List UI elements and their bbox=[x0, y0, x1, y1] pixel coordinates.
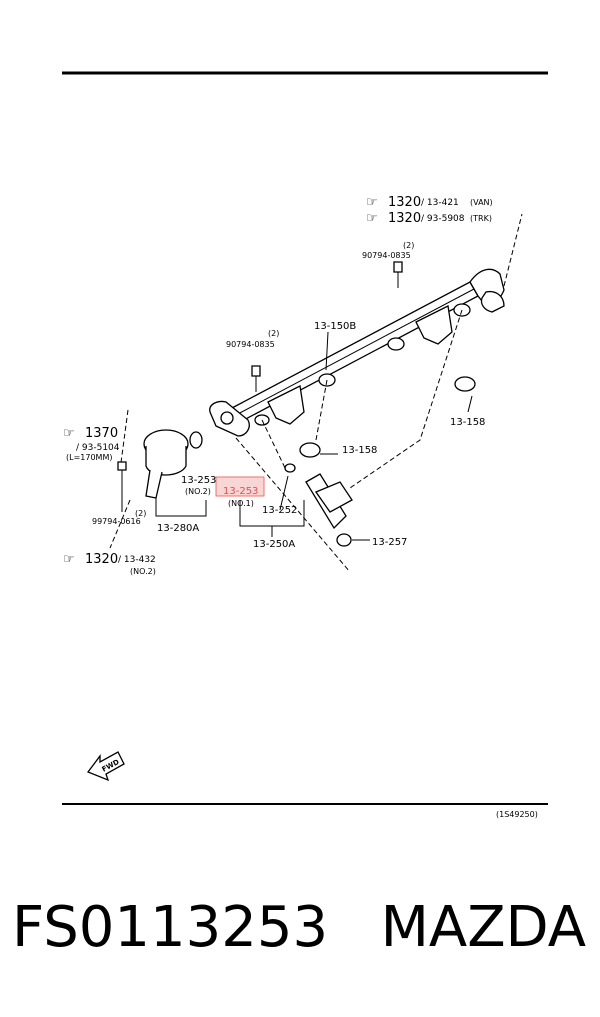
ref-1320-bottom-note: (NO.2) bbox=[130, 567, 156, 576]
label-13-280a[interactable]: 13-280A bbox=[157, 523, 199, 534]
ref-van: (VAN) bbox=[470, 198, 493, 207]
label-13-253-no2[interactable]: 13-253 bbox=[181, 475, 216, 486]
ref-1320-bottom[interactable]: 1320 bbox=[85, 552, 118, 567]
ref-1370-len: (L=170MM) bbox=[66, 453, 112, 462]
label-13-250a[interactable]: 13-250A bbox=[253, 539, 295, 550]
ref-arrow-icon: ☞ bbox=[63, 552, 75, 567]
ref-1320-trk-sub: / 93-5908 bbox=[421, 214, 465, 224]
bolt-bottom-qty: (2) bbox=[135, 509, 146, 518]
ref-arrow-icon: ☞ bbox=[366, 211, 378, 226]
ref-arrow-icon: ☞ bbox=[366, 195, 378, 210]
drawing-number: (1S49250) bbox=[496, 810, 538, 819]
ref-1320-bottom-sub: / 13-432 bbox=[118, 555, 156, 565]
seal-13-158 bbox=[299, 376, 476, 458]
label-13-150b[interactable]: 13-150B bbox=[314, 321, 356, 332]
bolt-top-qty: (2) bbox=[403, 241, 414, 250]
fwd-arrow-icon: FWD bbox=[86, 751, 125, 782]
ref-1370[interactable]: 1370 bbox=[85, 426, 118, 441]
ref-1370-sub: / 93-5104 bbox=[76, 443, 120, 453]
ref-1320-trk[interactable]: 1320 bbox=[388, 211, 421, 226]
label-13-158-a[interactable]: 13-158 bbox=[450, 417, 485, 428]
bolt-left-qty: (2) bbox=[268, 329, 279, 338]
brand-name: MAZDA bbox=[380, 895, 586, 960]
ref-trk: (TRK) bbox=[470, 214, 492, 223]
label-13-253-no2-note: (NO.2) bbox=[185, 487, 211, 496]
ref-arrow-icon: ☞ bbox=[63, 426, 75, 441]
label-13-252[interactable]: 13-252 bbox=[262, 505, 297, 516]
label-13-158-b[interactable]: 13-158 bbox=[342, 445, 377, 456]
footer: FS0113253 MAZDA bbox=[0, 895, 600, 975]
label-13-253-no1[interactable]: 13-253 bbox=[223, 486, 258, 497]
bolt-left[interactable]: 90794-0835 bbox=[226, 340, 275, 349]
ref-1320-van-sub: / 13-421 bbox=[421, 198, 459, 208]
pressure-regulator bbox=[117, 429, 203, 512]
label-13-257[interactable]: 13-257 bbox=[372, 537, 407, 548]
part-number: FS0113253 bbox=[12, 895, 329, 960]
ref-1320-van[interactable]: 1320 bbox=[388, 195, 421, 210]
bolt-bottom[interactable]: 99794-0616 bbox=[92, 517, 141, 526]
fuel-injector bbox=[284, 463, 353, 547]
bolt-top[interactable]: 90794-0835 bbox=[362, 251, 411, 260]
fuel-rail bbox=[209, 261, 505, 437]
highlight-box bbox=[215, 476, 265, 497]
label-13-253-no1-note: (NO.1) bbox=[228, 499, 254, 508]
parts-diagram: ☞ ☞ ☞ ☞ 1320 / 13-421 (VAN) 1320 / 93-59… bbox=[62, 71, 548, 819]
